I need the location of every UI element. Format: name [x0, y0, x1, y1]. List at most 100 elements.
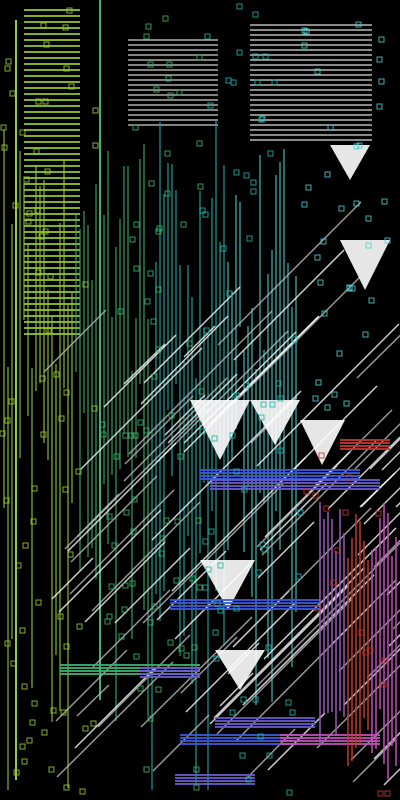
square-cell	[137, 685, 144, 692]
square-cell	[193, 784, 200, 791]
diagonal-line	[209, 584, 350, 725]
diagonal-line	[259, 483, 327, 551]
square-cell	[240, 696, 247, 703]
diagonal-line	[91, 501, 201, 612]
square-cell	[195, 517, 202, 524]
square-cell	[68, 83, 75, 90]
square-cell	[45, 327, 52, 334]
square-cell	[133, 265, 140, 272]
square-cell	[150, 318, 157, 325]
square-cell	[260, 401, 267, 408]
square-cell	[12, 202, 19, 209]
square-cell	[384, 790, 391, 797]
diagonal-line	[216, 598, 353, 735]
square-cell	[259, 541, 266, 548]
square-cell	[342, 509, 349, 516]
square-cell	[62, 486, 69, 493]
square-cell	[9, 90, 16, 97]
square-cell	[271, 79, 278, 86]
square-cell	[330, 579, 337, 586]
diagonal-line	[76, 684, 110, 717]
square-cell	[62, 24, 69, 31]
square-cell	[162, 15, 169, 22]
square-cell	[158, 550, 165, 557]
square-cell	[377, 790, 384, 797]
square-cell	[211, 435, 218, 442]
square-cell	[13, 769, 20, 776]
square-cell	[233, 468, 240, 475]
square-cell	[233, 392, 240, 399]
square-cell	[176, 89, 183, 96]
square-cell	[199, 428, 206, 435]
square-cell	[122, 432, 129, 439]
diagonal-line	[373, 731, 400, 760]
square-cell	[262, 53, 269, 60]
triangle-shape	[330, 145, 370, 180]
diagonal-line	[74, 667, 156, 749]
square-cell	[312, 492, 319, 499]
square-cell	[327, 124, 334, 131]
square-cell	[58, 415, 65, 422]
diagonal-line	[70, 475, 158, 563]
triangle-shape	[340, 240, 390, 290]
square-cell	[318, 452, 325, 459]
square-cell	[10, 660, 17, 667]
square-cell	[174, 518, 181, 525]
square-cell	[233, 169, 240, 176]
scattered-square-cells	[0, 3, 391, 797]
diagonal-line	[180, 636, 238, 694]
square-cell	[43, 41, 50, 48]
diagonal-line	[43, 309, 107, 373]
square-cell	[257, 733, 264, 740]
square-cell	[155, 346, 162, 353]
diagonal-line	[360, 466, 400, 508]
diagonal-line	[80, 347, 203, 470]
diagonal-line	[256, 323, 400, 467]
square-cell	[229, 709, 236, 716]
square-cell	[15, 562, 22, 569]
triangle-shape	[300, 420, 345, 465]
square-cell	[301, 201, 308, 208]
square-cell	[205, 566, 212, 573]
square-cell	[147, 270, 154, 277]
square-cell	[324, 171, 331, 178]
square-cell	[241, 486, 248, 493]
square-cell	[50, 707, 57, 714]
square-cell	[155, 686, 162, 693]
square-cell	[286, 789, 293, 796]
square-cell	[25, 218, 32, 225]
square-cell	[297, 509, 304, 516]
diagonal-line	[55, 649, 128, 722]
square-cell	[164, 150, 171, 157]
triangle-shape	[190, 400, 250, 460]
square-cell	[301, 27, 308, 34]
square-cell	[204, 33, 211, 40]
diagonal-line	[58, 509, 162, 613]
square-cell	[378, 36, 385, 43]
square-cell	[92, 107, 99, 114]
square-cell	[212, 629, 219, 636]
square-cell	[145, 23, 152, 30]
square-cell	[40, 22, 47, 29]
square-cell	[147, 619, 154, 626]
square-cell	[365, 215, 372, 222]
square-cell	[3, 497, 10, 504]
square-cell	[111, 542, 118, 549]
square-cell	[177, 453, 184, 460]
triangle-shape	[200, 560, 255, 610]
square-cell	[82, 725, 89, 732]
square-cell	[106, 613, 113, 620]
square-cell	[132, 124, 139, 131]
square-cell	[203, 327, 210, 334]
square-cell	[229, 432, 236, 439]
square-cell	[42, 98, 49, 105]
diagonal-line	[356, 334, 400, 379]
square-cell	[143, 33, 150, 40]
square-cell	[91, 405, 98, 412]
square-cell	[338, 205, 345, 212]
square-cell	[353, 143, 360, 150]
square-cell	[315, 379, 322, 386]
diagonal-line	[124, 395, 194, 465]
square-cell	[82, 281, 89, 288]
diagonal-line	[123, 377, 228, 482]
